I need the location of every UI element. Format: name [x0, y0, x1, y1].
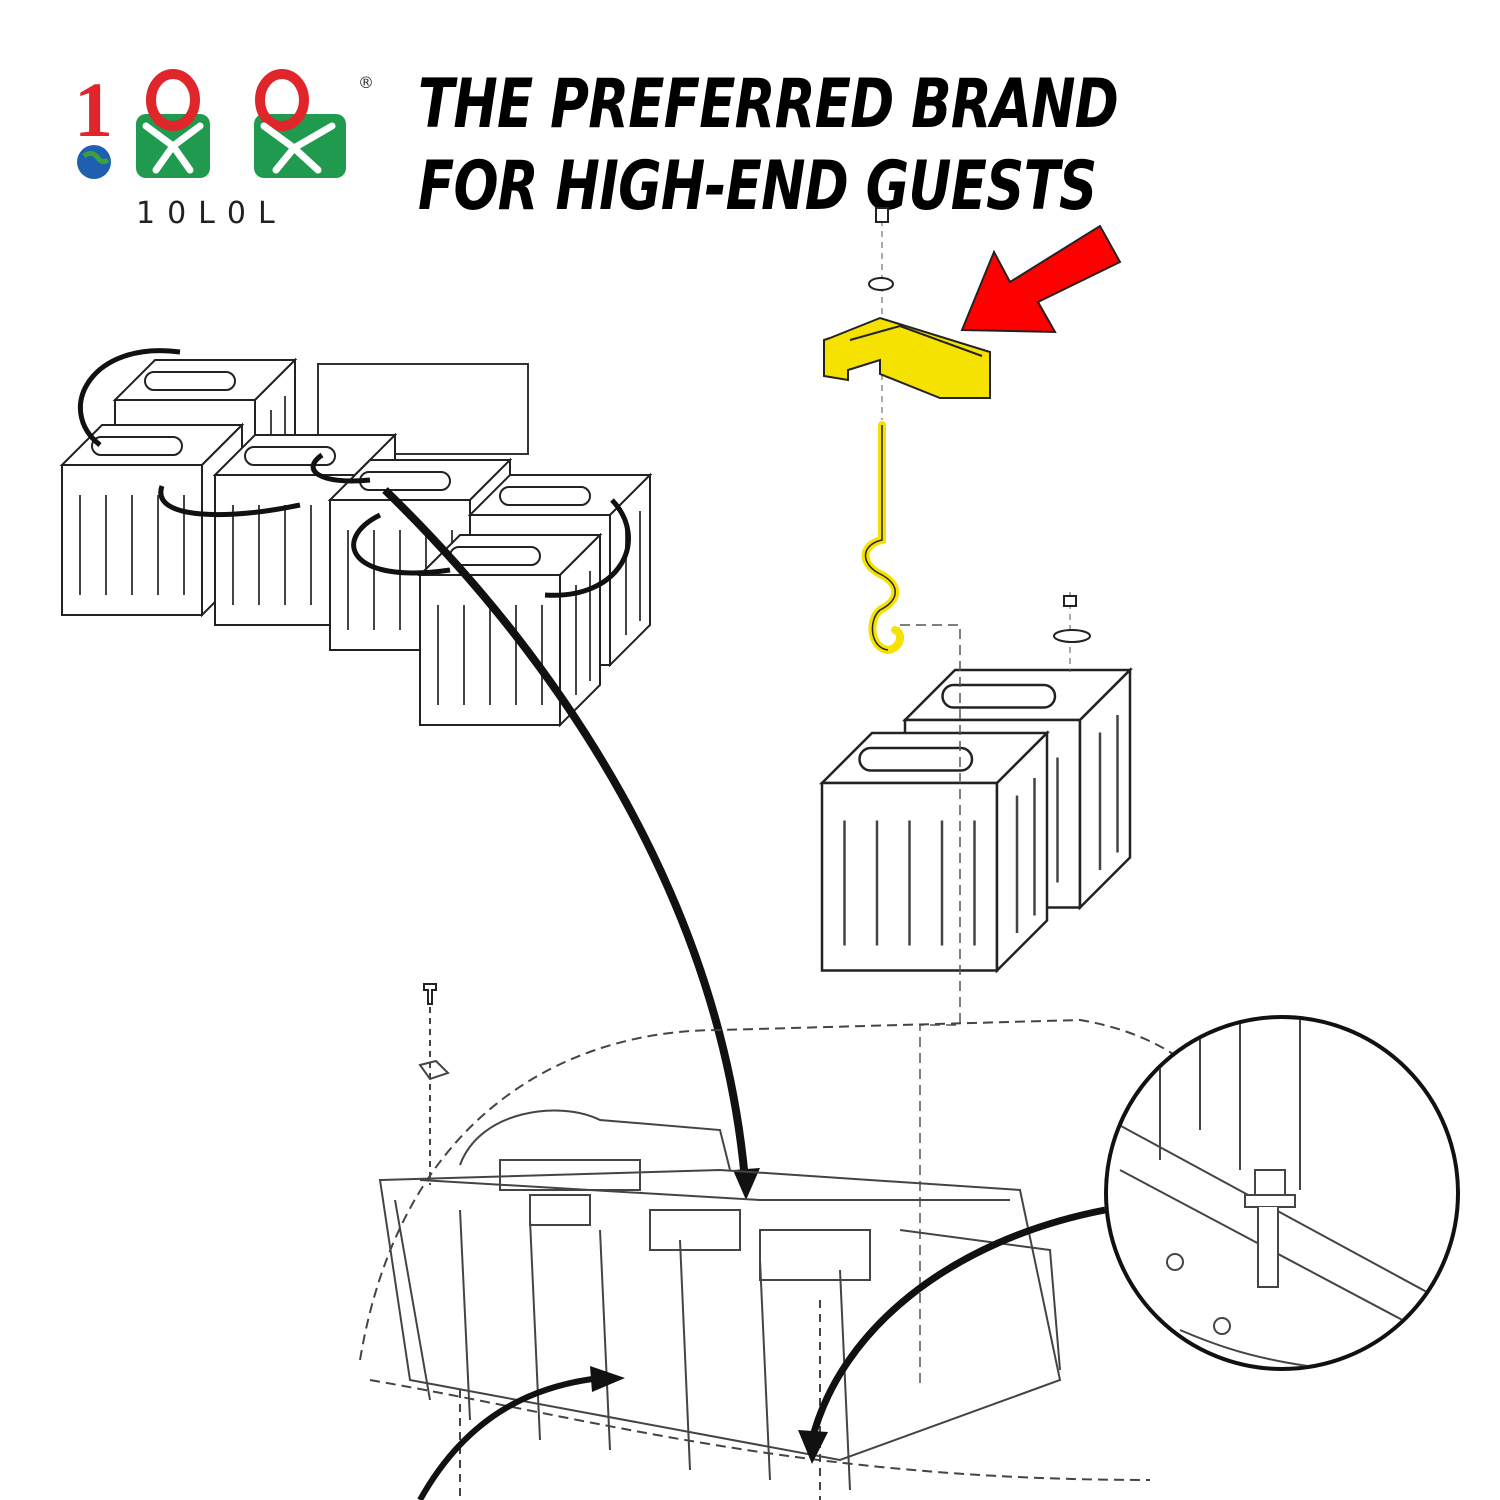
hold-down-hardware — [823, 207, 991, 655]
nut-icon — [875, 207, 889, 223]
logo-glyph-1 — [136, 69, 210, 178]
logo-digit-one: 1 — [74, 66, 113, 153]
battery-pair-icon — [820, 592, 1132, 1385]
connector-arrow-3 — [808, 1206, 1106, 1441]
red-arrow-icon — [960, 224, 1122, 334]
magnifier-detail-icon — [1104, 1015, 1460, 1371]
headline: THE PREFERRED BRAND FOR HIGH-END GUESTS — [418, 65, 1119, 226]
registered-mark: ® — [358, 73, 374, 92]
battery-tray-icon — [359, 985, 1261, 1500]
brand-logo: 1 ® — [74, 66, 374, 179]
logo-wordmark: 10L0L — [136, 196, 287, 231]
logo-glyph-2 — [254, 69, 346, 178]
screw-icon — [423, 983, 437, 1005]
washer-icon — [868, 277, 894, 291]
connector-arrow-1 — [382, 487, 749, 1181]
battery-pack-icon — [61, 348, 651, 726]
connector-arrow-2 — [417, 1375, 601, 1500]
hold-down-bracket-icon — [823, 316, 991, 399]
j-bolt-icon — [861, 421, 904, 655]
